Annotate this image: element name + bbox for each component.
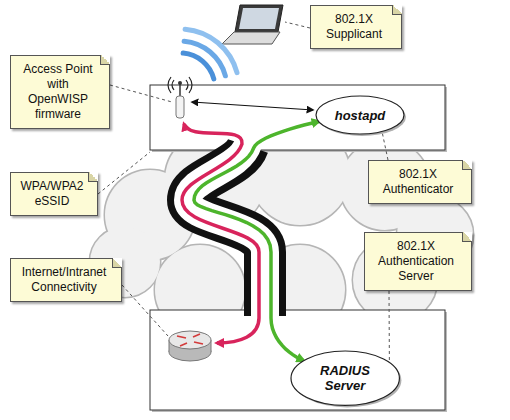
router-arrow xyxy=(194,342,203,344)
local-link-arrow xyxy=(192,102,313,110)
callout-note: Internet/Intranet Connectivity xyxy=(10,258,122,302)
callout-text: Access Point with OpenWISP firmware xyxy=(19,62,97,122)
radio-wave xyxy=(172,80,174,90)
wifi-wave xyxy=(185,29,237,72)
ellipse-node: RADIUS Server xyxy=(290,350,400,406)
antenna-mast xyxy=(179,84,181,96)
callout-note: 802.1X Authenticator xyxy=(368,160,472,204)
router-top xyxy=(169,331,211,349)
network-cloud xyxy=(90,125,473,335)
router-icon xyxy=(169,331,211,361)
callout-text: Internet/Intranet Connectivity xyxy=(19,265,109,295)
radio-wave xyxy=(186,80,188,90)
leader-line xyxy=(98,152,150,194)
antenna-tip xyxy=(178,81,182,85)
laptop-base xyxy=(222,32,280,44)
callout-note: Access Point with OpenWISP firmware xyxy=(10,55,110,129)
ellipse-shape xyxy=(316,96,404,134)
leader-line xyxy=(389,291,390,362)
callout-note: 802.1X Authentication Server xyxy=(364,232,472,291)
radius-traffic-path xyxy=(194,121,319,360)
wifi-waves xyxy=(183,29,237,79)
antenna-body xyxy=(176,96,184,118)
callout-text: 802.1X Supplicant xyxy=(319,12,389,42)
callout-note: 802.1X Supplicant xyxy=(310,5,402,49)
router-arrow xyxy=(177,336,186,338)
callout-text: 802.1X Authentication Server xyxy=(373,239,459,284)
server-panel xyxy=(150,310,445,410)
router-arrow xyxy=(180,343,187,346)
laptop-screen xyxy=(239,8,279,29)
callout-note: WPA/WPA2 eSSID xyxy=(10,172,98,216)
radio-wave xyxy=(189,77,192,93)
access-point-antenna xyxy=(168,77,192,118)
router-arrow xyxy=(193,334,200,337)
leader-line xyxy=(382,131,388,160)
leader-line xyxy=(285,22,310,28)
laptop-lid xyxy=(235,5,283,32)
node-label: RADIUS Server xyxy=(314,363,376,393)
node-label: hostapd xyxy=(335,108,386,123)
callout-text: WPA/WPA2 eSSID xyxy=(19,179,85,209)
laptop-icon xyxy=(222,5,283,44)
access-point-panel xyxy=(150,85,445,150)
leader-line xyxy=(110,85,172,102)
callout-text: 802.1X Authenticator xyxy=(377,167,459,197)
ellipse-shape xyxy=(291,351,399,405)
leader-line xyxy=(122,285,168,336)
radio-wave xyxy=(168,77,171,93)
wifi-wave xyxy=(183,53,214,79)
ellipse-node: hostapd xyxy=(315,95,405,135)
